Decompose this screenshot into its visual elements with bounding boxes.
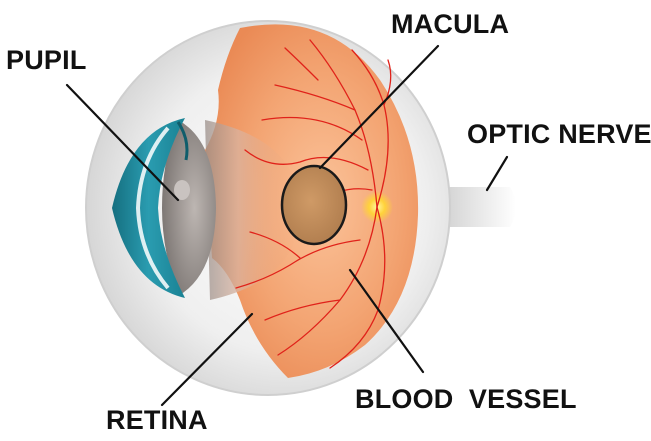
macula-label: MACULA <box>391 11 509 38</box>
macula <box>282 166 346 244</box>
pupil-label: PUPIL <box>6 47 87 74</box>
optic-nerve-pointer <box>487 157 507 190</box>
blood-vessel-label: BLOOD VESSEL <box>355 386 577 413</box>
retina-label: RETINA <box>106 407 208 434</box>
optic-nerve-label: OPTIC NERVE <box>467 121 651 148</box>
